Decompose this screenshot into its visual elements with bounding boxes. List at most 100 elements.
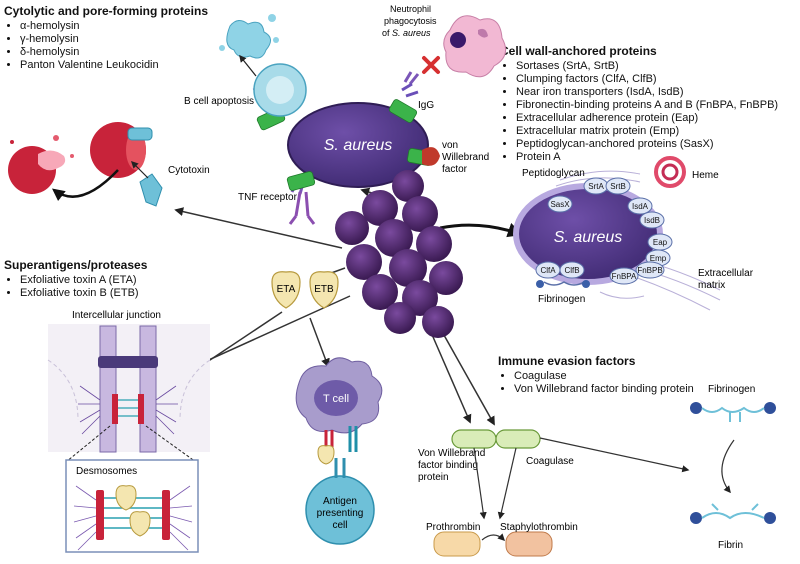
- clfb-label: ClfB: [564, 266, 579, 275]
- cytotoxin-icon: [139, 173, 163, 207]
- tnf-receptor-icon: [288, 191, 316, 225]
- junction-group: Intercellular junction Desmosomes: [47, 310, 211, 553]
- cell-wall-panel: Cell wall-anchored proteins Sortases (Sr…: [500, 44, 798, 164]
- coagulase-label: Coagulase: [526, 456, 574, 467]
- apc-label-1: Antigen: [323, 496, 357, 507]
- isdb-label: IsdB: [644, 216, 660, 225]
- clfa-label: ClfA: [540, 266, 556, 275]
- prothrombin-shape: [433, 531, 481, 557]
- coagulation-group: Von Willebrand factor binding protein Co…: [418, 429, 690, 557]
- junction-tissue: [48, 324, 210, 452]
- fnbpb-label: FnBPB: [637, 266, 662, 275]
- eta-label: ETA: [277, 284, 296, 295]
- eap-label: Eap: [653, 238, 668, 247]
- tcell-apc-group: T cell Antigen presenting cell: [295, 357, 383, 545]
- coagulase-capsule: [495, 429, 541, 449]
- superantigens-list: Exfoliative toxin A (ETA) Exfoliative to…: [4, 274, 224, 300]
- srta-label: SrtA: [588, 182, 604, 191]
- tight-junction: [98, 356, 158, 368]
- immune-panel: Immune evasion factors Coagulase Von Wil…: [498, 354, 698, 396]
- igg-label: IgG: [418, 100, 434, 111]
- saureus-top-label: S. aureus: [324, 137, 392, 154]
- peptidoglycan-label: Peptidoglycan: [522, 168, 585, 179]
- saureus-top-cell: [287, 102, 429, 188]
- saureus-top-group: S. aureus TNF receptor IgG von Willebran…: [238, 71, 489, 225]
- neutrophil-label-3: of S. aureus: [382, 28, 431, 38]
- vwf-label-2: Willebrand: [442, 152, 489, 163]
- vwfbp-label-1: Von Willebrand: [418, 448, 485, 459]
- list-item: α-hemolysin: [20, 20, 244, 33]
- eta-icon: [271, 271, 301, 309]
- tcell-nucleus: [314, 380, 358, 416]
- fibrinogen-right-label: Fibrinogen: [708, 384, 755, 395]
- isda-label: IsdA: [632, 202, 649, 211]
- list-item: Protein A: [516, 151, 798, 164]
- list-item: Near iron transporters (IsdA, IsdB): [516, 86, 798, 99]
- superantigens-panel: Superantigens/proteases Exfoliative toxi…: [4, 258, 224, 300]
- tnf-label: TNF receptor: [238, 192, 298, 203]
- engulfed-bacterium: [450, 32, 466, 48]
- cytolytic-list: α-hemolysin γ-hemolysin δ-hemolysin Pant…: [4, 20, 244, 72]
- list-item: Exfoliative toxin A (ETA): [20, 274, 224, 287]
- list-item: Clumping factors (ClfA, ClfB): [516, 73, 798, 86]
- saureus-cluster: [335, 170, 463, 338]
- etb-icon: [309, 271, 339, 309]
- cell-wall-title: Cell wall-anchored proteins: [500, 44, 657, 58]
- apc: [305, 475, 375, 545]
- apc-label-2: presenting: [317, 508, 364, 519]
- fibrin-group: Fibrinogen Fibrin: [690, 384, 776, 551]
- fibrin-label: Fibrin: [718, 540, 743, 551]
- fibrin-molecule: [690, 503, 776, 524]
- apoptotic-bcell: [226, 20, 271, 59]
- list-item: Extracellular matrix protein (Emp): [516, 125, 798, 138]
- vwf-label-1: von: [442, 140, 458, 151]
- immune-title: Immune evasion factors: [498, 354, 636, 368]
- list-item: Peptidoglycan-anchored proteins (SasX): [516, 138, 798, 151]
- heme-label: Heme: [692, 170, 719, 181]
- fibrinogen-molecule: [690, 402, 776, 422]
- emp-label: Emp: [650, 254, 667, 263]
- cytolytic-panel: Cytolytic and pore-forming proteins α-he…: [4, 4, 244, 72]
- vwfbp-label-3: protein: [418, 472, 449, 483]
- prothrombin-label: Prothrombin: [426, 522, 480, 533]
- list-item: Panton Valentine Leukocidin: [20, 59, 244, 72]
- immune-list: Coagulase Von Willebrand factor binding …: [498, 370, 698, 396]
- vwfbp-capsule: [451, 429, 497, 449]
- etb-label: ETB: [314, 284, 334, 295]
- neutrophil-label-2: phagocytosis: [384, 16, 437, 26]
- cell-wall-list: Sortases (SrtA, SrtB) Clumping factors (…: [500, 60, 798, 164]
- list-item: Exfoliative toxin B (ETB): [20, 287, 224, 300]
- apc-label-3: cell: [332, 520, 347, 531]
- bcell-group: B cell apoptosis: [184, 14, 307, 117]
- pore-toxin-icon: [127, 127, 153, 141]
- saureus-detail-group: S. aureus Peptidoglycan Heme: [513, 156, 754, 311]
- desmosomes-label: Desmosomes: [76, 466, 137, 477]
- tcell-label: T cell: [323, 393, 349, 405]
- sasx-label: SasX: [550, 200, 570, 209]
- igg-icon: [401, 82, 419, 98]
- blocked-x-icon: [422, 56, 440, 74]
- srtb-label: SrtB: [610, 182, 626, 191]
- extracellular-label-1: Extracellular: [698, 268, 754, 279]
- vwf-label-3: factor: [442, 164, 468, 175]
- list-item: Extracellular adherence protein (Eap): [516, 112, 798, 125]
- cytolytic-title: Cytolytic and pore-forming proteins: [4, 4, 209, 18]
- superantigens-title: Superantigens/proteases: [4, 258, 148, 272]
- intercellular-label: Intercellular junction: [72, 310, 161, 321]
- fnbpa-label: FnBPA: [612, 272, 637, 281]
- cytotoxin-label: Cytotoxin: [168, 165, 210, 176]
- list-item: δ-hemolysin: [20, 46, 244, 59]
- bcell-label: B cell apoptosis: [184, 96, 254, 107]
- neutrophil-cell: [443, 15, 507, 78]
- staphylothrombin-label: Staphylothrombin: [500, 522, 578, 533]
- vwfbp-label-2: factor binding: [418, 460, 478, 471]
- staphylothrombin-shape: [505, 531, 553, 557]
- rbc-group: [8, 122, 153, 202]
- cytotoxin-group: Cytotoxin: [130, 160, 210, 207]
- vwf-icon: [422, 147, 440, 166]
- list-item: Fibronectin-binding proteins A and B (Fn…: [516, 99, 798, 112]
- exfoliative-toxins-group: ETA ETB: [178, 271, 339, 381]
- list-item: Coagulase: [514, 370, 698, 383]
